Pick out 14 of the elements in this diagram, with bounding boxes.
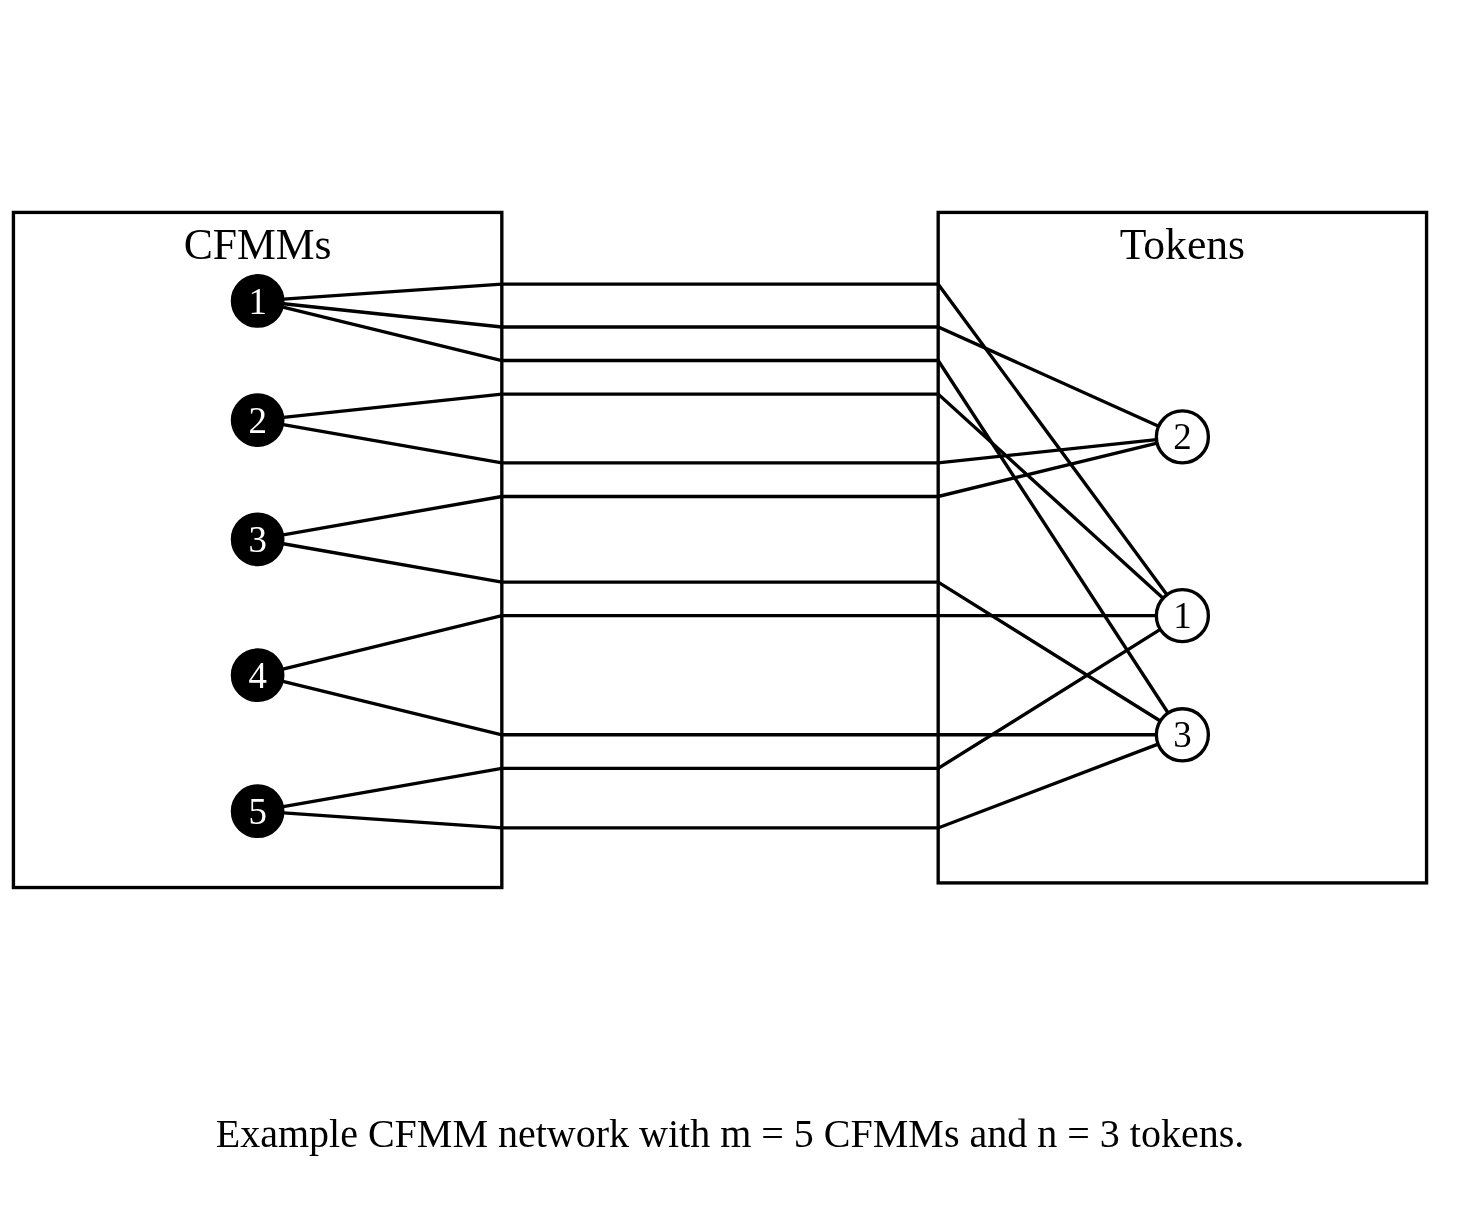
connector — [283, 282, 1169, 596]
caption: Example CFMM network with m = 5 CFMMs and n = 3 tokens. — [214, 1110, 1246, 1157]
node-circle: 3 — [1154, 707, 1211, 763]
node-circle: 2 — [230, 393, 285, 447]
connector — [283, 392, 1165, 600]
node-circle: 5 — [230, 784, 285, 839]
node-circle: 2 — [1154, 409, 1211, 465]
connector — [282, 542, 1162, 723]
node-circle: 1 — [230, 274, 285, 328]
node-circle: 1 — [1154, 587, 1211, 644]
connector — [282, 305, 1170, 714]
node-circle: 3 — [230, 512, 285, 567]
connector — [282, 628, 1162, 809]
node-circle: 4 — [230, 648, 285, 703]
